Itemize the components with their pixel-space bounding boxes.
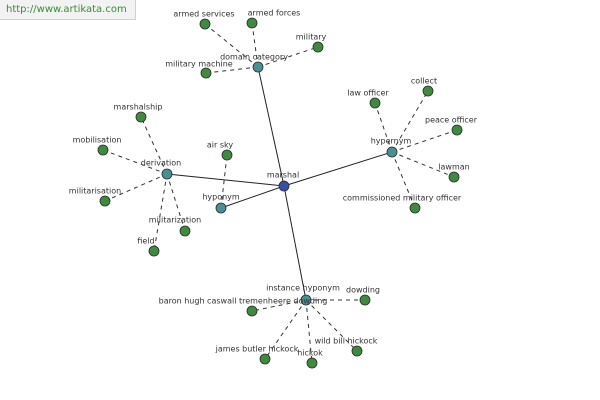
- label-relation-domain: domain category: [220, 53, 288, 62]
- label-leaf-field: field: [137, 237, 154, 246]
- node-leaf-armed-forces[interactable]: [246, 17, 258, 29]
- label-leaf-armed-forces: armed forces: [248, 9, 301, 18]
- node-leaf-militarization[interactable]: [179, 225, 191, 237]
- edge-marshal-domain: [257, 66, 285, 187]
- node-leaf-marshalship[interactable]: [135, 111, 147, 123]
- edge-derivation-militarization: [166, 173, 186, 232]
- edge-derivation-militarisation: [104, 173, 168, 202]
- edge-derivation-field: [153, 173, 168, 252]
- edge-marshal-instance: [283, 185, 307, 301]
- label-leaf-wild-bill-hickock: wild bill hickock: [315, 337, 378, 346]
- label-relation-hypernym: hypernym: [371, 137, 412, 146]
- node-leaf-military[interactable]: [312, 41, 324, 53]
- node-leaf-mobilisation[interactable]: [97, 144, 109, 156]
- label-center-marshal: marshal: [267, 171, 299, 180]
- label-leaf-armed-services: armed services: [173, 10, 234, 19]
- label-leaf-law-officer: law officer: [347, 89, 389, 98]
- label-relation-hyponym: hyponym: [202, 193, 240, 202]
- edge-hypernym-collect: [391, 90, 429, 153]
- label-relation-derivation: derivation: [141, 159, 181, 168]
- label-leaf-peace-officer: peace officer: [425, 116, 478, 125]
- edge-hypernym-law-officer: [374, 102, 393, 153]
- edge-hypernym-lawman: [391, 151, 455, 178]
- node-leaf-baron-hugh-caswall-tremenheere-dowding[interactable]: [246, 305, 258, 317]
- node-leaf-collect[interactable]: [422, 85, 434, 97]
- edge-domain-military: [257, 46, 319, 68]
- label-leaf-military-machine: military machine: [165, 60, 233, 69]
- label-leaf-militarisation: militarisation: [69, 187, 121, 196]
- edge-hypernym-peace-officer: [391, 129, 458, 153]
- label-leaf-air-sky: air sky: [207, 141, 233, 150]
- edge-marshal-hyponym: [220, 185, 285, 209]
- label-leaf-collect: collect: [411, 77, 437, 86]
- edge-hyponym-air-sky: [220, 154, 228, 209]
- edge-instance-baron-hugh-caswall-tremenheere-dowding: [251, 299, 307, 312]
- node-leaf-james-butler-hickock[interactable]: [259, 353, 271, 365]
- label-leaf-dowding: dowding: [346, 286, 380, 295]
- label-leaf-militarization: militarization: [149, 216, 201, 225]
- node-relation-derivation[interactable]: [161, 168, 173, 180]
- node-relation-instance[interactable]: [300, 294, 312, 306]
- label-leaf-military: military: [296, 33, 327, 42]
- source-url-banner[interactable]: http://www.artikata.com: [0, 0, 136, 20]
- edge-instance-hickok: [305, 299, 313, 364]
- node-leaf-commissioned-military-officer[interactable]: [409, 202, 421, 214]
- node-relation-hypernym[interactable]: [386, 146, 398, 158]
- edge-domain-military-machine: [205, 66, 259, 74]
- edge-domain-armed-services: [204, 23, 259, 68]
- node-leaf-lawman[interactable]: [448, 171, 460, 183]
- label-leaf-baron-hugh-caswall-tremenheere-dowding: baron hugh caswall tremenheere dowding: [159, 297, 328, 306]
- node-leaf-hickok[interactable]: [306, 357, 318, 369]
- node-leaf-dowding[interactable]: [359, 294, 371, 306]
- node-leaf-peace-officer[interactable]: [451, 124, 463, 136]
- edge-derivation-marshalship: [140, 116, 168, 175]
- node-relation-hyponym[interactable]: [215, 202, 227, 214]
- node-leaf-law-officer[interactable]: [369, 97, 381, 109]
- edge-instance-james-butler-hickock: [264, 299, 307, 360]
- edge-marshal-derivation: [166, 173, 285, 187]
- node-relation-domain[interactable]: [252, 61, 264, 73]
- label-leaf-commissioned-military-officer: commissioned military officer: [343, 194, 462, 203]
- label-relation-instance: instance hyponym: [266, 284, 340, 293]
- edge-derivation-mobilisation: [102, 149, 168, 175]
- label-leaf-hickok: hickok: [297, 349, 323, 358]
- node-leaf-armed-services[interactable]: [199, 18, 211, 30]
- node-leaf-military-machine[interactable]: [200, 67, 212, 79]
- edge-marshal-hypernym: [283, 151, 393, 187]
- label-leaf-lawman: lawman: [438, 163, 469, 172]
- label-leaf-mobilisation: mobilisation: [73, 136, 122, 145]
- label-leaf-james-butler-hickock: james butler hickock: [215, 345, 299, 354]
- node-leaf-wild-bill-hickock[interactable]: [351, 345, 363, 357]
- node-leaf-militarisation[interactable]: [99, 195, 111, 207]
- node-center-marshal[interactable]: [278, 180, 290, 192]
- node-leaf-field[interactable]: [148, 245, 160, 257]
- node-leaf-air-sky[interactable]: [221, 149, 233, 161]
- label-leaf-marshalship: marshalship: [114, 103, 163, 112]
- edge-hypernym-commissioned-military-officer: [391, 151, 416, 209]
